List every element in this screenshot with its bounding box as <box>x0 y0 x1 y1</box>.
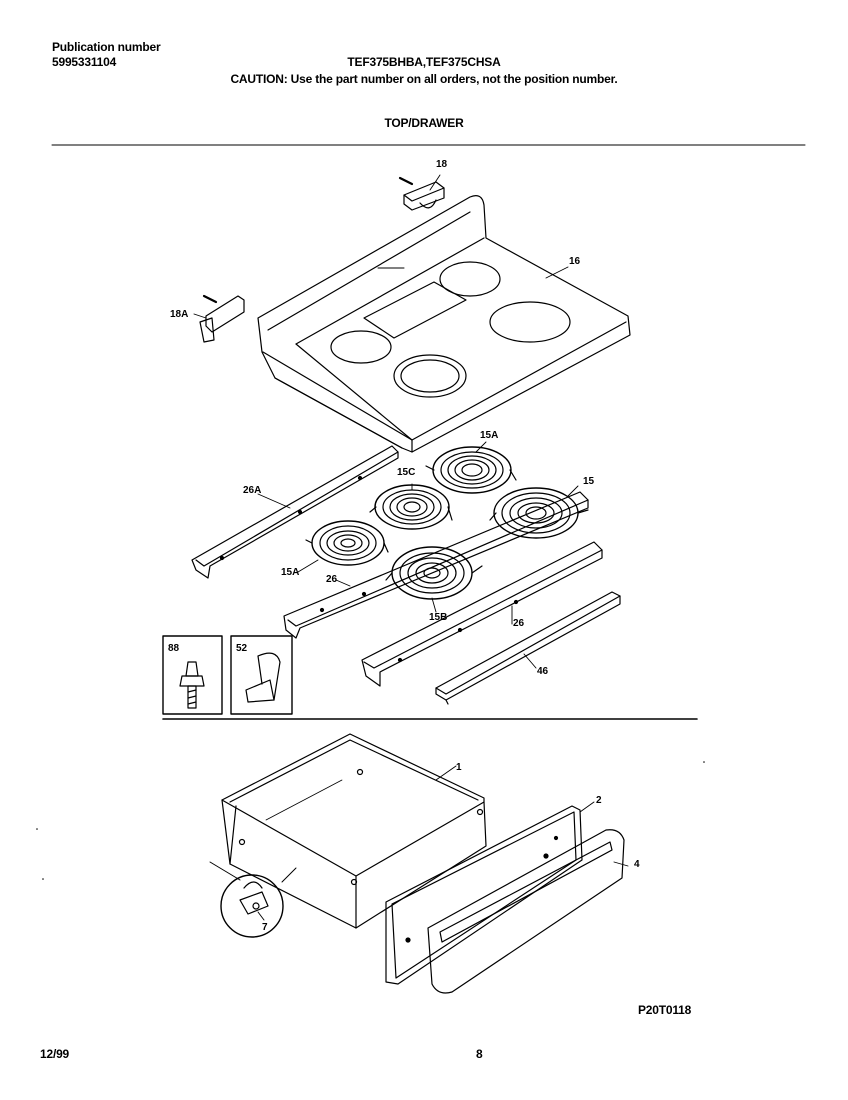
surface-element-15A-rear <box>425 446 517 494</box>
callout-88: 88 <box>168 643 180 654</box>
leader-lines <box>193 174 629 921</box>
bracket-18A <box>199 294 245 343</box>
screw-88-box <box>162 635 223 715</box>
figure-code: P20T0118 <box>638 1003 692 1017</box>
trim-strip-46 <box>435 591 621 705</box>
callout-26-right: 26 <box>513 618 525 629</box>
screw-18A <box>202 294 218 304</box>
bracket-26A <box>191 445 399 579</box>
callout-18: 18 <box>436 159 448 170</box>
callout-15B: 15B <box>429 612 448 623</box>
caution-note: CAUTION: Use the part number on all orde… <box>230 72 618 86</box>
surface-element-15 <box>489 487 589 539</box>
callout-15: 15 <box>583 476 595 487</box>
publication-info: Publication number 5995331104 <box>52 40 161 70</box>
clip-52-box <box>230 635 293 715</box>
callout-1: 1 <box>456 762 462 773</box>
burner-opening-rear-right <box>439 261 501 297</box>
surface-element-15C <box>369 484 453 530</box>
callout-46: 46 <box>537 666 549 677</box>
cooktop-16 <box>257 195 631 453</box>
support-bracket-26-right <box>361 541 603 687</box>
callout-15C: 15C <box>397 467 416 478</box>
burner-opening-left-front <box>330 330 392 364</box>
callout-15A-left: 15A <box>281 567 300 578</box>
footer-date: 12/99 <box>40 1047 70 1061</box>
callout-26-left: 26 <box>326 574 338 585</box>
page-number: 8 <box>476 1047 483 1061</box>
control-area <box>363 281 467 339</box>
callout-16: 16 <box>569 256 581 267</box>
screw-18 <box>398 176 414 186</box>
drawer-1 <box>221 733 487 929</box>
drawer-panel-2 <box>385 805 583 985</box>
publication-number: 5995331104 <box>52 55 117 69</box>
callout-7: 7 <box>262 922 268 933</box>
bracket-18 <box>398 176 445 211</box>
callout-18A: 18A <box>170 309 189 320</box>
section-title: TOP/DRAWER <box>384 116 464 130</box>
publication-label: Publication number <box>52 40 161 54</box>
surface-element-15B <box>385 546 483 600</box>
callout-26A: 26A <box>243 485 262 496</box>
burner-opening-front-right <box>489 301 571 343</box>
callout-15A-rear: 15A <box>480 430 499 441</box>
callout-2: 2 <box>596 795 602 806</box>
drawer-front-4 <box>427 829 625 994</box>
burner-opening-center-front <box>393 354 467 398</box>
callout-52: 52 <box>236 643 248 654</box>
model-numbers: TEF375BHBA,TEF375CHSA <box>347 55 501 69</box>
support-bracket-26-left <box>283 491 589 639</box>
surface-element-15A-left <box>305 520 389 566</box>
callout-4: 4 <box>634 859 640 870</box>
roller-7-detail <box>209 861 297 938</box>
